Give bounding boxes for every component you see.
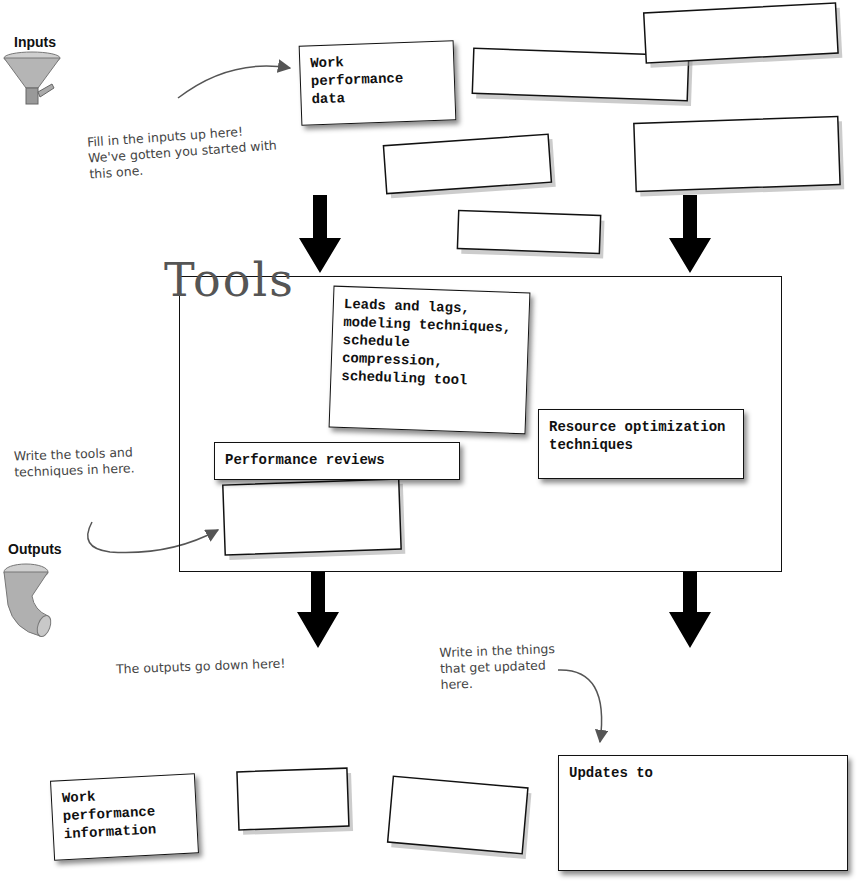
box-text: Updates to <box>569 764 837 782</box>
box-text: Leads and lags, modeling techniques, sch… <box>341 295 519 391</box>
section-heading: Outputs <box>8 541 88 557</box>
section-heading: Inputs <box>14 34 94 50</box>
tools-heading: Tools <box>164 255 295 305</box>
box-text: Work performance information <box>61 783 187 843</box>
tool-box: Performance reviews <box>214 442 460 480</box>
leader-arrow <box>88 66 602 742</box>
updates-box: Updates to <box>558 755 848 871</box>
callout-note: Fill in the inputs up here! We've gotten… <box>87 121 280 182</box>
tools-frame: ToolsLeads and lags, modeling techniques… <box>179 276 782 572</box>
callout-note: The outputs go down here! <box>116 655 316 678</box>
pipe-icon <box>4 564 53 638</box>
callout-note: Write the tools and techniques in here. <box>13 443 164 480</box>
box-text: Performance reviews <box>225 451 449 469</box>
input-box: Work performance data <box>299 40 457 125</box>
box-text: Resource optimization techniques <box>549 418 733 454</box>
empty-box <box>223 3 844 859</box>
callout-note: Write in the things that get updated her… <box>439 641 561 693</box>
funnel-icon <box>4 52 60 104</box>
tool-box: Leads and lags, modeling techniques, sch… <box>329 286 531 435</box>
tool-box: Resource optimization techniques <box>538 409 744 479</box>
box-text: Work performance data <box>310 50 445 109</box>
output-box: Work performance information <box>50 773 199 861</box>
